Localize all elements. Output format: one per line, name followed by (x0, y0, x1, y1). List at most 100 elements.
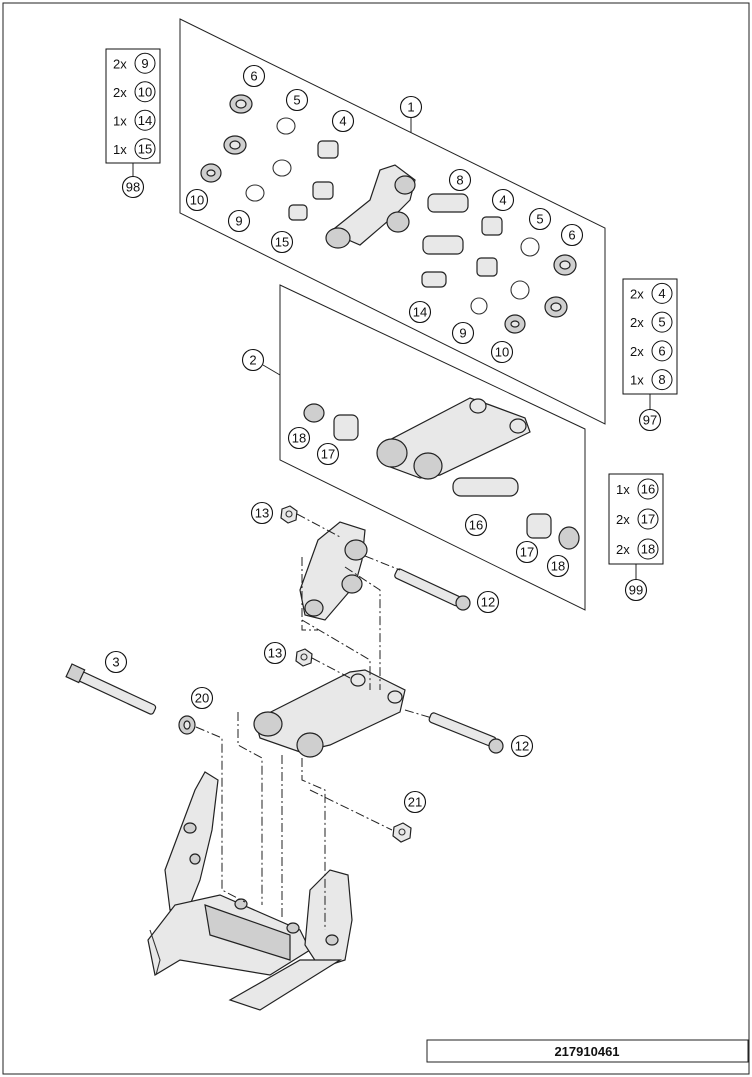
drawing-code: 217910461 (554, 1044, 619, 1059)
kit-part-circle (637, 478, 659, 500)
callout-circle (510, 734, 534, 758)
callout-9: 9 (451, 321, 475, 345)
callout-15: 15 (270, 230, 294, 254)
bushing-4-left (317, 140, 339, 159)
kit-qty: 2x (630, 344, 644, 359)
kit-qty: 2x (616, 512, 630, 527)
callout-number: 4 (339, 114, 346, 129)
seal-18-left (303, 403, 325, 423)
callout-12: 12 (476, 590, 500, 614)
callout-number: 17 (520, 545, 534, 560)
kit-part-number: 14 (138, 113, 152, 128)
callout-number: 8 (456, 173, 463, 188)
callout-number: 4 (499, 193, 506, 208)
callout-number: 10 (495, 345, 509, 360)
washer-20 (178, 715, 196, 735)
callout-circle (250, 501, 274, 525)
callout-number: 16 (469, 518, 483, 533)
callout-number: 5 (536, 212, 543, 227)
callout-circle (104, 650, 128, 674)
assembly-lines (195, 513, 433, 930)
nut-13-lower (295, 648, 313, 667)
kit-part-circle (637, 508, 659, 530)
callout-4: 4 (331, 109, 355, 133)
callout-circle (408, 300, 432, 324)
seal-18-right (558, 526, 580, 550)
kit-part-circle (651, 311, 673, 333)
callout-number: 13 (268, 646, 282, 661)
callout-circle (185, 188, 209, 212)
bolt-12-lower (428, 712, 504, 754)
washer-5-left (276, 117, 296, 135)
callout-10: 10 (185, 188, 209, 212)
washer-9-left (245, 184, 265, 202)
callout-2: 2 (241, 348, 265, 372)
callout-number: 9 (235, 214, 242, 229)
kit-qty: 2x (630, 315, 644, 330)
kit-id: 99 (629, 583, 643, 598)
callout-17: 17 (316, 442, 340, 466)
kit-part-circle (651, 340, 673, 362)
callout-number: 3 (112, 655, 119, 670)
callout-circle (399, 95, 423, 119)
callout-circle (490, 340, 514, 364)
kit-qty: 2x (616, 542, 630, 557)
assembled-connecting-rod (253, 669, 406, 758)
kit-qty: 1x (630, 373, 644, 388)
callout-number: 9 (459, 326, 466, 341)
callout-14: 14 (408, 300, 432, 324)
callout-circle (476, 590, 500, 614)
callout-18: 18 (546, 554, 570, 578)
kit-qty: 1x (113, 113, 127, 128)
kit-part-number: 9 (141, 56, 148, 71)
callout-number: 12 (515, 739, 529, 754)
kit-part-circle (134, 81, 156, 103)
callout-circle (316, 442, 340, 466)
callout-circle (331, 109, 355, 133)
callout-8: 8 (448, 168, 472, 192)
callout-circle (560, 223, 584, 247)
callout-number: 14 (413, 305, 427, 320)
callout-layer: 1234455668991010121213131415161717181820… (104, 64, 584, 814)
kit-part-circle (651, 369, 673, 391)
callout-number: 2 (249, 353, 256, 368)
callout-circle (403, 790, 427, 814)
bearing-seal-6-left-2 (223, 135, 247, 155)
washer-5-left-2 (272, 159, 292, 177)
callout-circle (491, 188, 515, 212)
linkage-lever-1 (325, 164, 416, 249)
callout-21: 21 (403, 790, 427, 814)
kit-part-number: 18 (641, 542, 655, 557)
callout-circle (287, 426, 311, 450)
kit-id-circle (121, 175, 145, 199)
bolt-3 (65, 663, 157, 715)
bearing-seal-10-right (504, 314, 526, 334)
callout-20: 20 (190, 686, 214, 710)
bearing-seal-6-left (229, 94, 253, 114)
callout-6: 6 (242, 64, 266, 88)
callout-number: 15 (275, 235, 289, 250)
kit-part-number: 17 (641, 512, 655, 527)
kit-part-circle (134, 138, 156, 160)
kit-id: 97 (643, 413, 657, 428)
callout-number: 5 (293, 93, 300, 108)
callout-number: 1 (407, 100, 414, 115)
callout-number: 13 (255, 506, 269, 521)
washer-5-right (520, 237, 540, 257)
kit-part-number: 4 (658, 286, 665, 301)
sleeve-16 (452, 477, 519, 497)
nut-21 (392, 822, 412, 843)
connecting-rod-2 (376, 397, 531, 480)
kit-part-number: 10 (138, 84, 152, 99)
callout-circle (515, 540, 539, 564)
callout-circle (263, 641, 287, 665)
nut-13-upper (280, 505, 298, 524)
kit-qty: 2x (113, 85, 127, 100)
callout-circle (227, 209, 251, 233)
kit-qty: 2x (630, 286, 644, 301)
callout-circle (546, 554, 570, 578)
callout-number: 21 (408, 795, 422, 810)
